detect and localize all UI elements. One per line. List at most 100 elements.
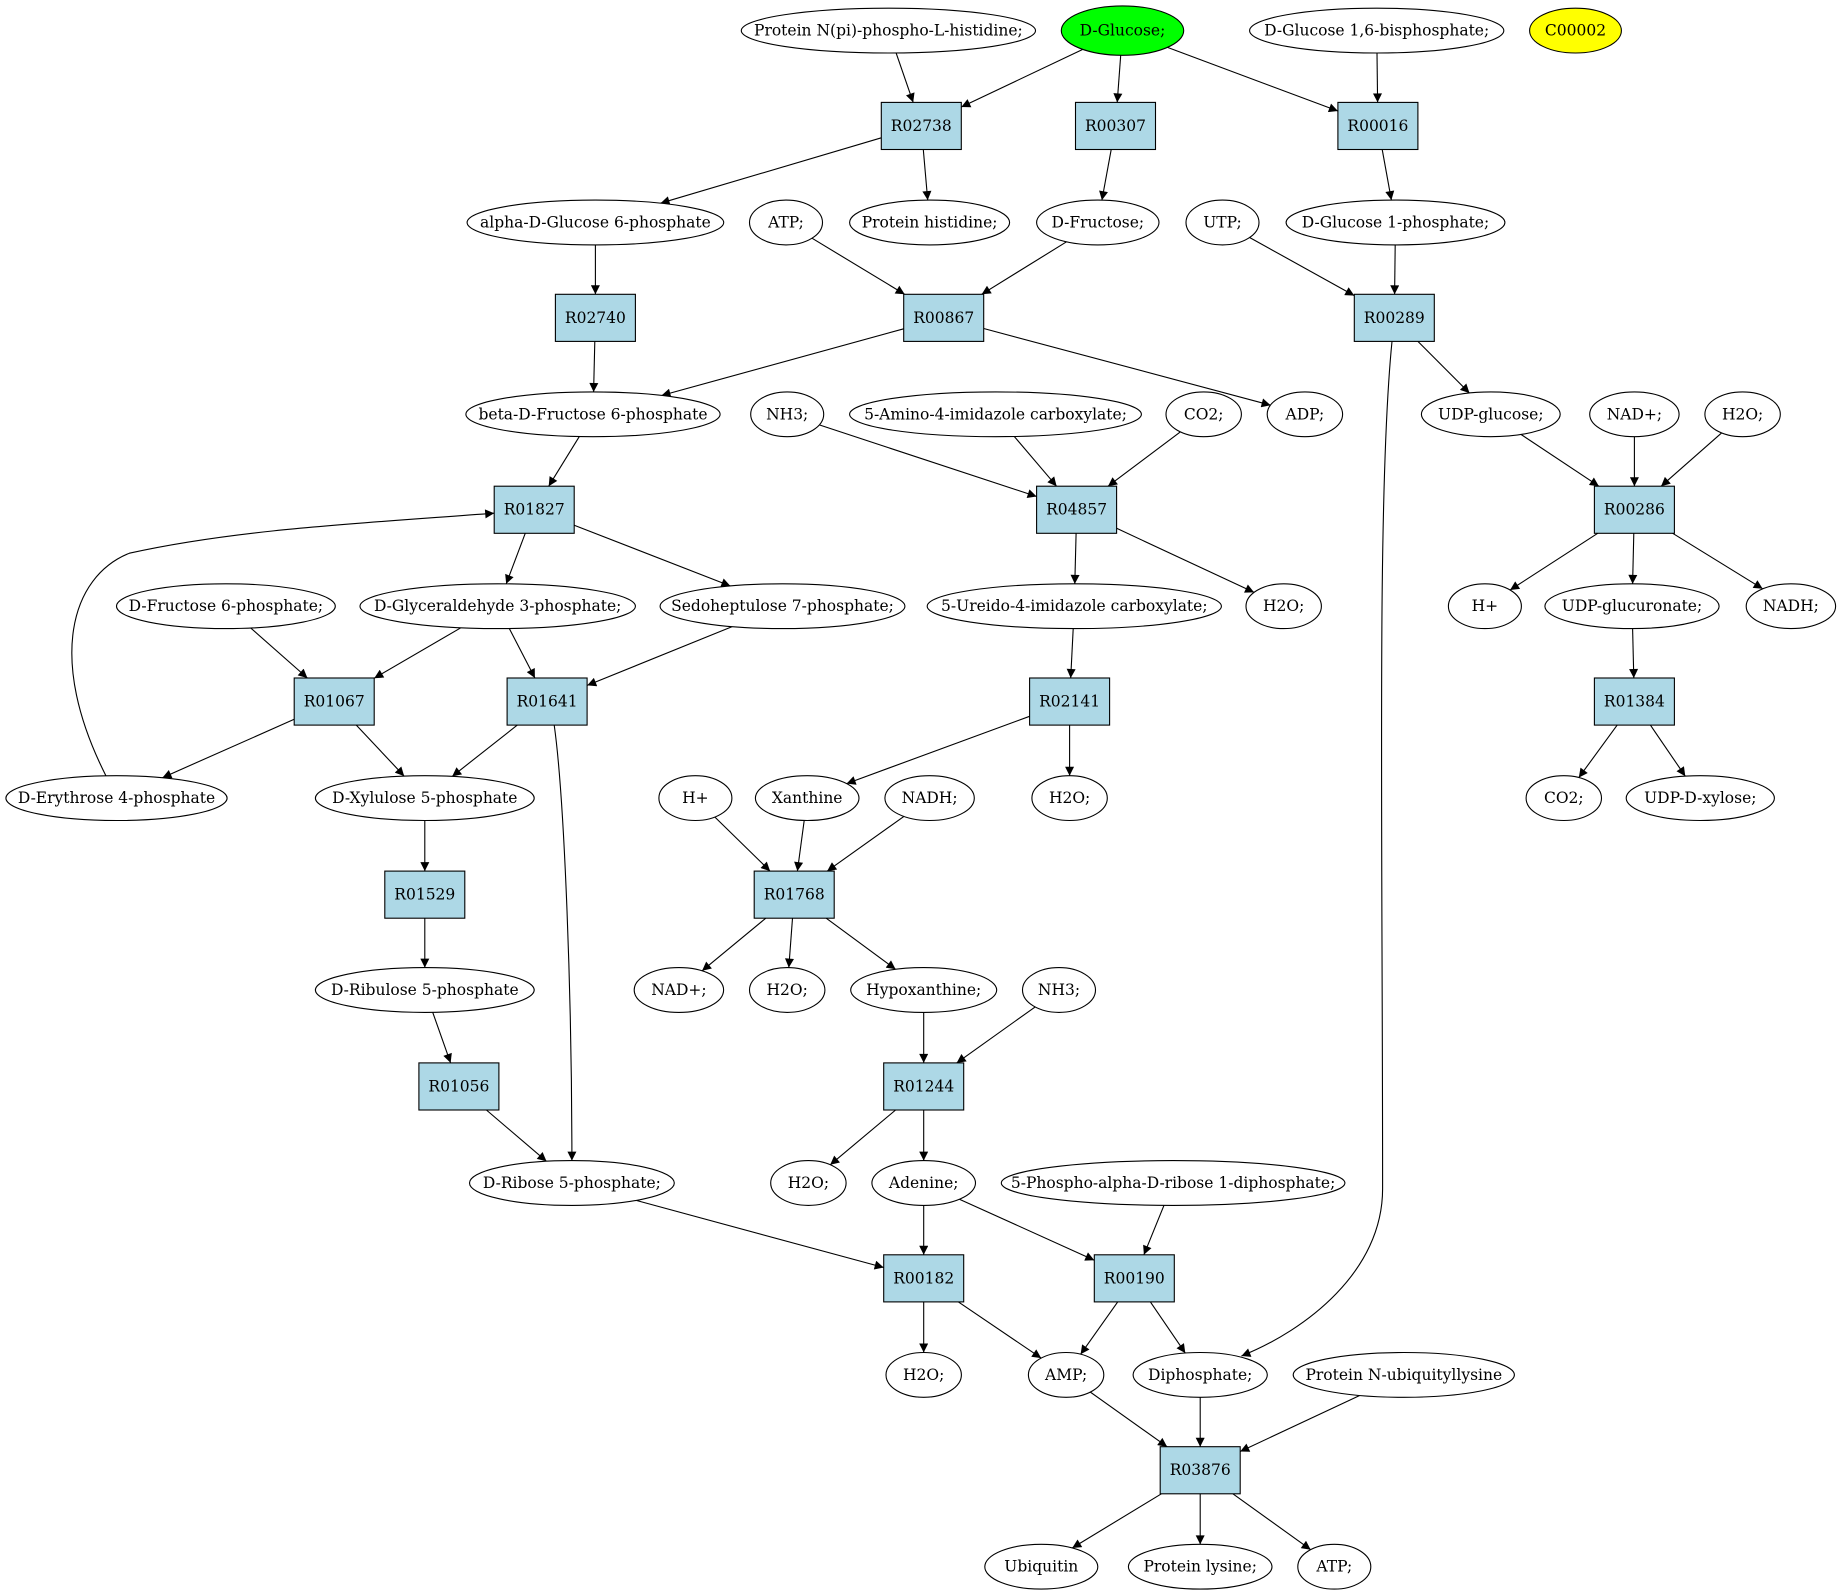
- compound-node[interactable]: Protein lysine;: [1127, 1543, 1273, 1590]
- compound-label: H+: [682, 789, 709, 807]
- compound-node[interactable]: NAD+;: [633, 967, 725, 1013]
- compound-label: D-Fructose 6-phosphate;: [129, 597, 323, 615]
- compound-label: NH3;: [766, 405, 808, 423]
- reaction-node[interactable]: R01529: [384, 870, 466, 919]
- compound-node[interactable]: Adenine;: [871, 1160, 977, 1206]
- compound-node[interactable]: Protein N(pi)-phospho-L-histidine;: [740, 7, 1037, 54]
- compound-node[interactable]: NH3;: [750, 391, 825, 438]
- compound-node[interactable]: AMP;: [1027, 1351, 1105, 1398]
- compound-node[interactable]: H2O;: [1245, 583, 1322, 630]
- compound-shape: [1292, 1351, 1515, 1398]
- compound-node[interactable]: 5-Phospho-alpha-D-ribose 1-diphosphate;: [1000, 1160, 1346, 1206]
- edge-R00307-to-fru: [1099, 149, 1112, 201]
- compound-node[interactable]: ADP;: [1266, 391, 1344, 438]
- edge-prothis_p-to-R02738: [895, 52, 915, 103]
- compound-label: H2O;: [1263, 597, 1304, 615]
- compound-node[interactable]: D-Glucose 1-phosphate;: [1285, 199, 1506, 246]
- compound-node[interactable]: Xanthine: [754, 775, 860, 822]
- reaction-node[interactable]: R01244: [883, 1062, 965, 1111]
- edges-layer: [71, 46, 1763, 1551]
- compound-node[interactable]: D-Ribulose 5-phosphate: [314, 967, 535, 1013]
- reaction-node[interactable]: R01641: [506, 677, 588, 726]
- compound-node[interactable]: H2O;: [770, 1160, 847, 1206]
- compound-node[interactable]: D-Fructose 6-phosphate;: [115, 583, 336, 630]
- reaction-label: R01244: [893, 1078, 954, 1096]
- compound-node[interactable]: NH3;: [1021, 967, 1097, 1013]
- edge-g3p-to-R01641: [508, 628, 536, 679]
- compound-node[interactable]: H2O;: [1031, 775, 1108, 822]
- compound-node[interactable]: D-Xylulose 5-phosphate: [314, 775, 535, 822]
- compound-label: ATP;: [1315, 1558, 1352, 1576]
- compound-node[interactable]: NADH;: [1745, 583, 1837, 630]
- compound-node[interactable]: UDP-D-xylose;: [1625, 775, 1775, 822]
- compound-node[interactable]: Ubiquitin: [984, 1543, 1099, 1590]
- edge-uica-to-R02141: [1066, 628, 1076, 679]
- edge-fru-to-R00867: [981, 241, 1067, 295]
- compound-label: C00002: [1545, 22, 1606, 40]
- compound-node[interactable]: C00002: [1529, 7, 1622, 54]
- edge-nh3a-to-R04857: [819, 424, 1037, 498]
- reaction-label: R02740: [565, 309, 626, 327]
- compound-node[interactable]: beta-D-Fructose 6-phosphate: [465, 391, 721, 438]
- compound-node[interactable]: D-Erythrose 4-phosphate: [5, 775, 228, 822]
- compound-node[interactable]: Sedoheptulose 7-phosphate;: [659, 583, 906, 630]
- reaction-node[interactable]: R01827: [493, 485, 575, 534]
- reaction-node[interactable]: R04857: [1036, 485, 1118, 534]
- compound-shape: [658, 775, 733, 822]
- compound-node[interactable]: UDP-glucose;: [1420, 391, 1561, 438]
- reaction-node[interactable]: R02738: [880, 101, 962, 151]
- reaction-node[interactable]: R00289: [1353, 293, 1435, 342]
- compound-node[interactable]: H+: [658, 775, 733, 822]
- reaction-node[interactable]: R01056: [418, 1062, 500, 1111]
- edge-glc-to-R00016: [1167, 46, 1339, 113]
- compound-node[interactable]: D-Glucose;: [1060, 5, 1185, 56]
- compound-node[interactable]: Diphosphate;: [1132, 1351, 1268, 1398]
- compound-node[interactable]: NADH;: [884, 775, 975, 822]
- compound-node[interactable]: D-Glucose 1,6-bisphosphate;: [1249, 7, 1505, 54]
- compound-label: Protein N(pi)-phospho-L-histidine;: [754, 22, 1023, 40]
- compound-node[interactable]: H2O;: [885, 1351, 962, 1398]
- compound-node[interactable]: alpha-D-Glucose 6-phosphate: [466, 199, 725, 246]
- reaction-label: R00016: [1347, 117, 1408, 135]
- compound-node[interactable]: D-Fructose;: [1036, 199, 1160, 246]
- reaction-node[interactable]: R00190: [1093, 1254, 1175, 1303]
- reaction-node[interactable]: R01384: [1593, 677, 1675, 726]
- compound-node[interactable]: H2O;: [748, 967, 826, 1013]
- compound-label: H2O;: [788, 1174, 829, 1192]
- compound-node[interactable]: NAD+;: [1589, 391, 1680, 438]
- compound-node[interactable]: ATP;: [1297, 1543, 1372, 1590]
- reaction-node[interactable]: R00182: [883, 1254, 965, 1303]
- compound-node[interactable]: UDP-glucuronate;: [1544, 583, 1720, 630]
- reaction-node[interactable]: R01768: [753, 870, 835, 919]
- compound-label: ADP;: [1285, 405, 1325, 423]
- compound-node[interactable]: Hypoxanthine;: [850, 967, 998, 1013]
- reaction-node[interactable]: R01067: [293, 677, 375, 726]
- compound-node[interactable]: Protein N-ubiquityllysine: [1292, 1351, 1515, 1398]
- reaction-node[interactable]: R00867: [903, 293, 985, 342]
- reaction-node[interactable]: R00286: [1593, 485, 1675, 534]
- compound-label: CO2;: [1184, 405, 1224, 423]
- compound-node[interactable]: UTP;: [1185, 199, 1260, 246]
- compound-node[interactable]: 5-Amino-4-imidazole carboxylate;: [849, 391, 1142, 438]
- compound-node[interactable]: ATP;: [748, 199, 824, 246]
- compound-shape: [633, 967, 725, 1013]
- reaction-node[interactable]: R00307: [1074, 101, 1157, 151]
- reaction-node[interactable]: R02740: [554, 293, 636, 342]
- compound-shape: [659, 583, 906, 630]
- reaction-box: [1337, 101, 1419, 151]
- compound-node[interactable]: D-Ribose 5-phosphate;: [468, 1160, 675, 1206]
- edge-R00286-to-nadha: [1672, 532, 1763, 590]
- reaction-node[interactable]: R03876: [1159, 1446, 1241, 1495]
- compound-node[interactable]: Protein histidine;: [849, 199, 1011, 246]
- reaction-node[interactable]: R00016: [1337, 101, 1419, 151]
- compound-shape: [1266, 391, 1344, 438]
- compound-shape: [926, 583, 1222, 630]
- compound-node[interactable]: CO2;: [1165, 391, 1242, 438]
- edge-nh3b-to-R01244: [956, 1006, 1036, 1064]
- reaction-node[interactable]: R02141: [1029, 677, 1111, 726]
- compound-node[interactable]: D-Glyceraldehyde 3-phosphate;: [359, 583, 636, 630]
- compound-node[interactable]: 5-Ureido-4-imidazole carboxylate;: [926, 583, 1222, 630]
- compound-node[interactable]: CO2;: [1525, 775, 1603, 822]
- compound-node[interactable]: H2O;: [1704, 391, 1781, 438]
- compound-node[interactable]: H+: [1447, 583, 1522, 630]
